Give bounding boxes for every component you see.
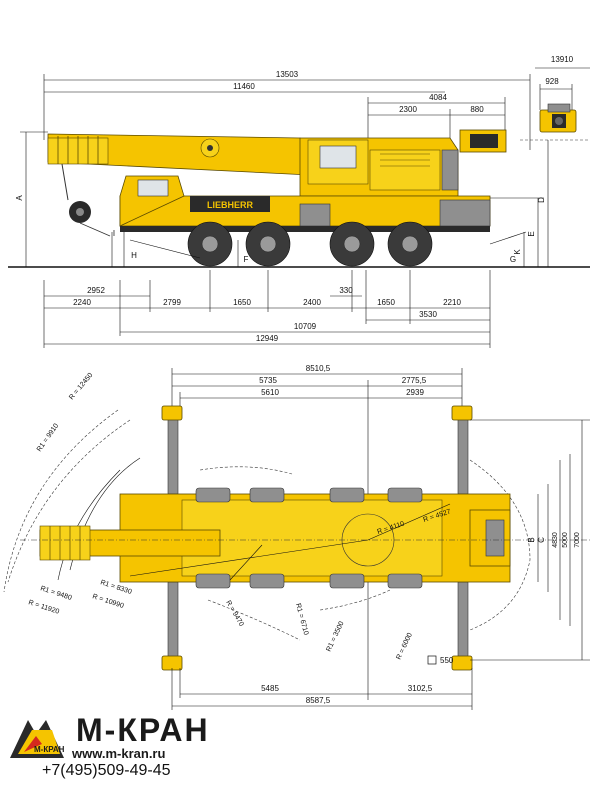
support-pad: 550 bbox=[427, 655, 454, 665]
dim-3102-5: 3102,5 bbox=[408, 684, 433, 693]
r1-6710: R1 = 6710 bbox=[294, 603, 309, 636]
r1-9910: R1 = 9910 bbox=[36, 422, 60, 453]
dim-2939: 2939 bbox=[406, 388, 424, 397]
letter-d: D bbox=[537, 197, 546, 203]
company-url[interactable]: www.m-kran.ru bbox=[72, 746, 166, 761]
company-logo-block: М-КРАН М-КРАН www.m-kran.ru +7(495)509-4… bbox=[0, 708, 260, 812]
letter-e: E bbox=[527, 231, 536, 236]
liebherr-lettering: LIEBHERR bbox=[207, 200, 254, 210]
r-10990: R = 10990 bbox=[91, 593, 124, 610]
dim-2240: 2240 bbox=[73, 298, 91, 307]
dim-4830: 4830 bbox=[552, 532, 559, 548]
dim-10709: 10709 bbox=[294, 322, 317, 331]
dim-330: 330 bbox=[339, 286, 353, 295]
side-top-dimensions: 13503 11460 4084 2300 880 13910 928 bbox=[43, 55, 590, 150]
side-view: 13503 11460 4084 2300 880 13910 928 bbox=[8, 55, 590, 348]
dim-5735: 5735 bbox=[259, 376, 277, 385]
r1-3500: R1 = 3500 bbox=[325, 620, 345, 653]
crane-boom bbox=[47, 133, 331, 237]
dim-5610: 5610 bbox=[261, 388, 279, 397]
letter-k: K bbox=[513, 249, 522, 255]
letter-h: H bbox=[131, 251, 137, 260]
carrier-top bbox=[20, 487, 590, 589]
r-11920: R = 11920 bbox=[27, 599, 60, 616]
m-kran-logo-icon: М-КРАН bbox=[10, 720, 65, 758]
dim-2210: 2210 bbox=[443, 298, 461, 307]
dim-2799: 2799 bbox=[163, 298, 181, 307]
pad-550: 550 bbox=[440, 656, 454, 665]
dim-13910: 13910 bbox=[551, 55, 574, 64]
carrier-chassis: LIEBHERR bbox=[119, 175, 491, 232]
dim-1650-b: 1650 bbox=[377, 298, 395, 307]
dim-2400: 2400 bbox=[303, 298, 321, 307]
top-view-bottom-dimensions: 5485 3102,5 8587,5 bbox=[171, 668, 473, 710]
side-bottom-dimensions: 2952 330 2240 2799 1650 2400 1650 2210 3… bbox=[43, 270, 491, 348]
dim-4084: 4084 bbox=[429, 93, 447, 102]
top-view: 8510,5 5735 2775,5 5610 2939 bbox=[3, 364, 590, 710]
dim-928: 928 bbox=[545, 77, 559, 86]
dim-3530: 3530 bbox=[419, 310, 437, 319]
letter-f: F bbox=[244, 255, 249, 264]
counterweight-detail bbox=[520, 103, 590, 141]
top-view-top-dimensions: 8510,5 5735 2775,5 5610 2939 bbox=[171, 364, 463, 700]
dim-5000: 5000 bbox=[562, 532, 569, 548]
superstructure bbox=[299, 129, 507, 197]
dim-1650-a: 1650 bbox=[233, 298, 251, 307]
dim-2300: 2300 bbox=[399, 105, 417, 114]
wheels bbox=[187, 221, 433, 267]
letter-a: A bbox=[15, 195, 24, 201]
letter-b: B bbox=[527, 537, 536, 542]
top-view-right-dimensions: B C 4830 5000 7000 bbox=[470, 419, 590, 661]
dim-880: 880 bbox=[470, 105, 484, 114]
letter-i: I bbox=[113, 229, 115, 238]
dim-8510-5: 8510,5 bbox=[306, 364, 331, 373]
dim-5485: 5485 bbox=[261, 684, 279, 693]
dim-11460: 11460 bbox=[233, 82, 255, 91]
r1-9480: R1 = 9480 bbox=[39, 585, 72, 602]
r-6000: R = 6000 bbox=[395, 632, 413, 661]
dim-13503: 13503 bbox=[276, 70, 299, 79]
dim-8587-5: 8587,5 bbox=[306, 696, 331, 705]
dim-12949: 12949 bbox=[256, 334, 279, 343]
letter-g: G bbox=[510, 255, 516, 264]
logo-mark-letters: М-КРАН bbox=[34, 745, 65, 754]
dim-7000: 7000 bbox=[574, 532, 581, 548]
company-name: М-КРАН bbox=[76, 712, 210, 748]
dim-2775-5: 2775,5 bbox=[402, 376, 427, 385]
r-12450: R = 12450 bbox=[68, 372, 94, 401]
dim-2952: 2952 bbox=[87, 286, 105, 295]
letter-c: C bbox=[537, 537, 546, 543]
company-phone[interactable]: +7(495)509-49-45 bbox=[42, 762, 171, 779]
side-height-dimensions: A D E K G H I F bbox=[15, 131, 549, 267]
